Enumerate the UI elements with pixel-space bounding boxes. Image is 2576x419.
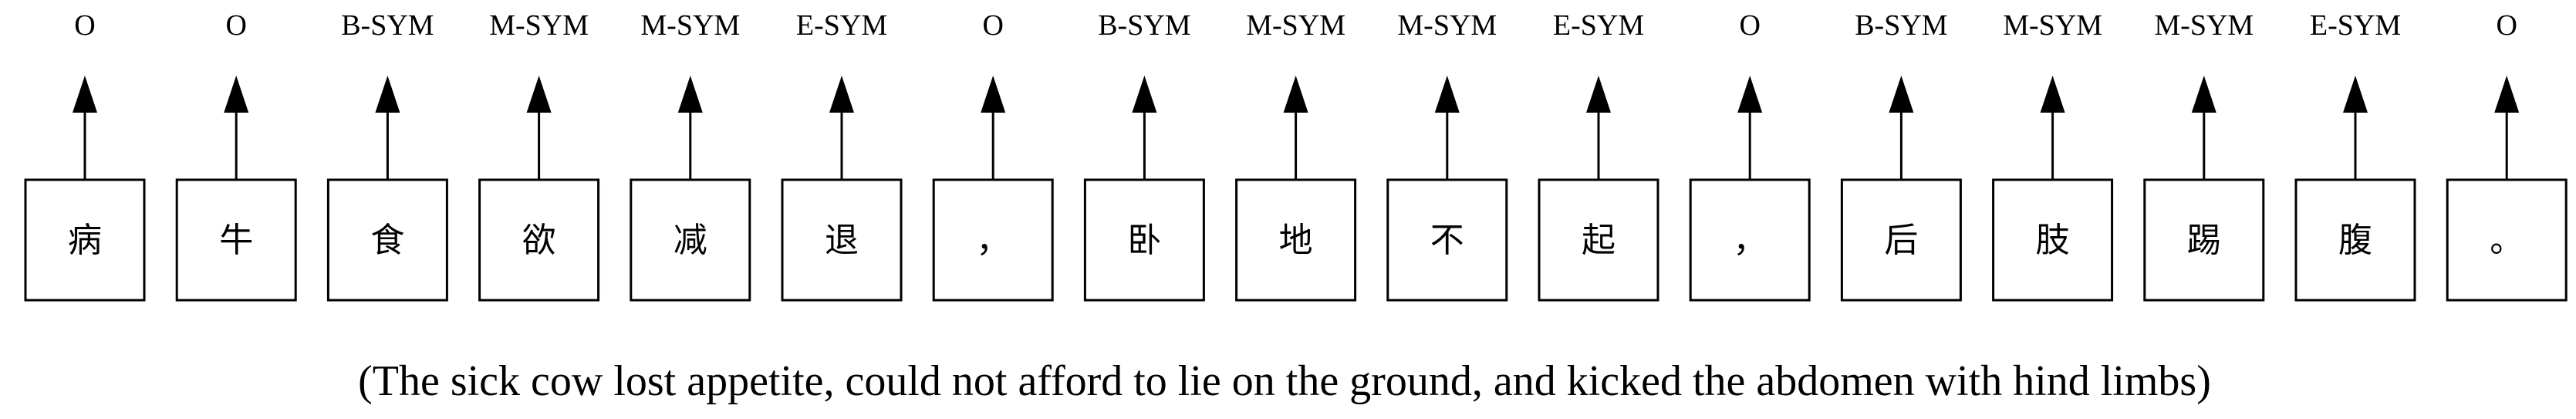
arrow-up-icon — [2494, 76, 2520, 113]
tag-label: O — [982, 9, 1003, 42]
tag-label: E-SYM — [2310, 9, 2401, 42]
token-column: B-SYM 后 — [1840, 9, 1962, 302]
arrow-up-icon — [73, 76, 97, 113]
tag-label: E-SYM — [796, 9, 887, 42]
arrow-up-icon — [1283, 76, 1308, 113]
token-column: M-SYM 肢 — [1992, 9, 2114, 302]
char-label: 肢 — [2036, 221, 2070, 260]
token-column: O病 — [24, 9, 146, 302]
char-label: ， — [976, 221, 1010, 260]
tag-label: B-SYM — [1098, 9, 1190, 42]
char-box — [1992, 178, 2114, 302]
char-box — [2294, 178, 2416, 302]
char-label: 牛 — [219, 221, 253, 260]
token-column: E-SYM 起 — [1538, 9, 1659, 302]
arrow-up-icon — [981, 76, 1006, 113]
char-label: 腹 — [2338, 221, 2372, 260]
token-column: M-SYM 不 — [1386, 9, 1508, 302]
char-box — [630, 178, 751, 302]
arrow-up-icon — [1132, 76, 1157, 113]
arrow-up-icon — [1889, 76, 1914, 113]
token-columns: O病O牛B-SYM食M-SYM欲M-SYM减E-SYM退O，B-SYM卧M-SY… — [24, 9, 2568, 302]
token-column: O。 — [2446, 9, 2568, 302]
arrow-up-icon — [1434, 76, 1460, 113]
char-label: 食 — [370, 221, 404, 260]
tag-label: O — [225, 9, 246, 42]
char-label: ， — [1733, 221, 1767, 260]
char-box — [1083, 178, 1205, 302]
arrow-up-icon — [2191, 76, 2216, 113]
tag-label: M-SYM — [640, 9, 740, 42]
char-box — [1386, 178, 1508, 302]
char-box — [1235, 178, 1357, 302]
token-column: E-SYM 退 — [781, 9, 903, 302]
tag-label: O — [74, 9, 95, 42]
tag-label: M-SYM — [1397, 9, 1497, 42]
char-box — [932, 178, 1054, 302]
token-column: M-SYM 地 — [1235, 9, 1357, 302]
tag-label: O — [1739, 9, 1760, 42]
arrow-up-icon — [1586, 76, 1611, 113]
token-column: M-SYM 踢 — [2143, 9, 2265, 302]
token-column: O， — [932, 9, 1054, 302]
token-column: O， — [1689, 9, 1811, 302]
char-label: 。 — [2490, 221, 2524, 260]
arrow-up-icon — [2343, 76, 2368, 113]
char-box — [326, 178, 448, 302]
tag-label: M-SYM — [1246, 9, 1345, 42]
char-label: 地 — [1279, 221, 1313, 260]
char-box — [2143, 178, 2265, 302]
tag-label: M-SYM — [489, 9, 589, 42]
char-label: 病 — [68, 221, 102, 260]
char-box — [478, 178, 600, 302]
arrow-up-icon — [526, 76, 552, 113]
tag-label: M-SYM — [2003, 9, 2102, 42]
token-column: M-SYM 减 — [630, 9, 751, 302]
arrow-up-icon — [2040, 76, 2065, 113]
char-label: 欲 — [522, 221, 556, 260]
caption: (The sick cow lost appetite, could not a… — [358, 357, 2211, 405]
char-box — [175, 178, 297, 302]
tag-label: E-SYM — [1553, 9, 1644, 42]
char-label: 踢 — [2187, 221, 2221, 260]
char-label: 起 — [1582, 221, 1615, 260]
char-box — [1538, 178, 1659, 302]
char-label: 不 — [1430, 221, 1464, 260]
token-column: M-SYM 欲 — [478, 9, 600, 302]
char-box — [2446, 178, 2568, 302]
tag-label: B-SYM — [1855, 9, 1947, 42]
tag-label: M-SYM — [2154, 9, 2254, 42]
char-box — [24, 178, 146, 302]
char-box — [1840, 178, 1962, 302]
char-label: 卧 — [1127, 221, 1161, 260]
char-label: 退 — [825, 221, 859, 260]
token-column: B-SYM 食 — [326, 9, 448, 302]
arrow-up-icon — [375, 76, 400, 113]
char-label: 后 — [1884, 221, 1918, 260]
token-column: E-SYM 腹 — [2294, 9, 2416, 302]
arrow-up-icon — [677, 76, 703, 113]
tag-label: B-SYM — [341, 9, 434, 42]
arrow-up-icon — [1737, 76, 1763, 113]
char-box — [781, 178, 903, 302]
arrow-up-icon — [224, 76, 249, 113]
arrow-up-icon — [829, 76, 854, 113]
token-column: B-SYM 卧 — [1083, 9, 1205, 302]
char-box — [1689, 178, 1811, 302]
tag-label: O — [2496, 9, 2517, 42]
token-column: O牛 — [175, 9, 297, 302]
char-label: 减 — [674, 221, 707, 260]
